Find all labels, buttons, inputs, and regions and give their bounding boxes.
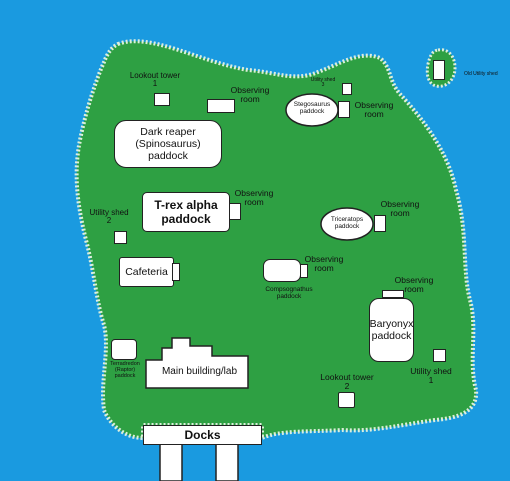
lookout-tower-1-label: Lookout tower 1 [129,71,181,89]
cafeteria-building: Cafeteria [119,257,174,287]
dark-reaper-paddock: Dark reaper (Spinosaurus) paddock [114,120,222,168]
baryonyx-observing-room-label: Observing room [394,275,434,294]
triceratops-observing-room-building [374,215,386,232]
compsognathus-paddock [263,259,301,282]
trex-paddock: T-rex alpha paddock [142,192,230,232]
trex-observing-room-label: Observing room [234,188,274,207]
observing-room-1-label: Observing room [230,85,270,104]
observing-room-1-building [207,99,235,113]
lookout-tower-2-building [338,392,355,408]
trex-observing-room-building [229,203,241,220]
old-utility-shed-label: Old Utility shed [464,71,498,77]
utility-shed-2-building [114,231,127,244]
terradredon-paddock-label: Terradredon (Raptor) paddock [110,361,140,379]
baryonyx-paddock: Baryonyx paddock [369,298,414,362]
cafeteria-annex [172,263,180,281]
utility-shed-1-building [433,349,446,362]
main-building-lab [145,337,249,389]
stegosaurus-observing-room-building [338,101,350,118]
utility-shed-3-label: Utility shed 3 [310,77,336,89]
utility-shed-2-label: Utility shed 2 [89,208,129,226]
dock-pier-right [215,441,239,481]
main-building-label: Main building/lab [161,366,238,377]
stegosaurus-paddock-label: Stegosaurus paddock [293,101,331,115]
docks-building: Docks [143,425,262,445]
compsognathus-observing-room-label: Observing room [304,254,344,273]
compsognathus-paddock-label: Compsognathus paddock [265,286,313,300]
triceratops-observing-room-label: Observing room [380,199,420,218]
lookout-tower-1-building [154,93,170,106]
terradredon-paddock [111,339,137,360]
lookout-tower-2-label: Lookout tower 2 [320,372,374,391]
triceratops-paddock [320,207,374,241]
triceratops-paddock-label: Triceratops paddock [330,216,364,230]
compsognathus-observing-room-building [300,264,308,278]
baryonyx-observing-room-building [382,290,404,298]
old-utility-shed-building [433,60,445,80]
dock-pier-left [159,441,183,481]
stegosaurus-observing-room-label: Observing room [354,100,394,119]
utility-shed-1-label: Utility shed 1 [410,366,452,385]
utility-shed-3-building [342,83,352,95]
